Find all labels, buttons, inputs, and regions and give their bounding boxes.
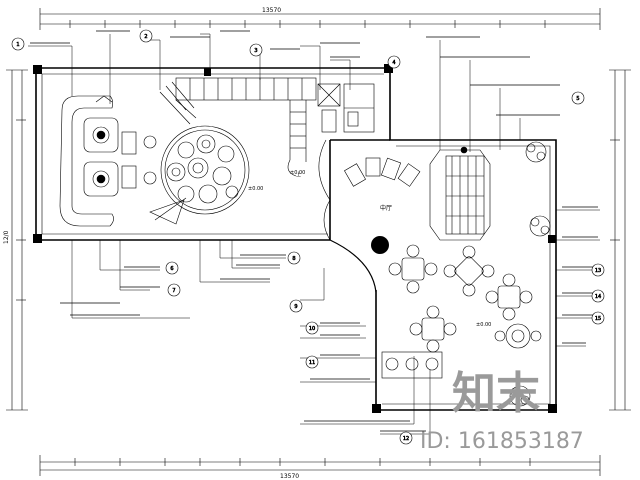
- callout-number: 10: [309, 326, 315, 332]
- watermark-id: ID: 161853187: [420, 429, 584, 454]
- utility-shafts: [317, 83, 375, 133]
- callout-bubble: [11, 37, 25, 51]
- level-mark-right: ±0.00: [476, 322, 491, 328]
- callout-number: 14: [595, 294, 601, 300]
- plants: [509, 141, 551, 407]
- callout-number: 11: [309, 360, 315, 366]
- watermark-brand: 知末: [452, 368, 540, 419]
- curved-partition: [318, 139, 331, 241]
- callout-bubble: [305, 321, 319, 335]
- callout-number: 3: [254, 48, 257, 54]
- dim-overall-bottom: 13570: [280, 473, 299, 480]
- structural-columns: [33, 64, 557, 413]
- callout-bubble: [289, 299, 303, 313]
- watermark: 知末 ID: 161853187: [420, 368, 584, 454]
- callout-bubble: [591, 263, 605, 277]
- callout-number: 12: [403, 436, 409, 442]
- callout-number: 5: [576, 96, 579, 102]
- callout-number: 2: [144, 34, 147, 40]
- callout-bubble: [165, 261, 179, 275]
- top-dimension-chain: [39, 8, 601, 30]
- stair-label: 上: [296, 171, 301, 178]
- hall-lounge-chairs: [344, 157, 421, 187]
- callout-bubble: [591, 289, 605, 303]
- callout-number: 1: [16, 42, 19, 48]
- callout-number: 4: [392, 60, 395, 66]
- callout-number: 6: [170, 266, 173, 272]
- callout-number: 8: [292, 256, 295, 262]
- callout-bubble: [305, 355, 319, 369]
- left-dimension-chain: [6, 69, 28, 411]
- round-column: [371, 236, 389, 254]
- callout-bubble: [399, 431, 413, 445]
- callout-number: 13: [595, 268, 601, 274]
- callout-number: 7: [172, 288, 175, 294]
- annotation-lettering: [30, 30, 598, 432]
- dim-left: 12/0: [3, 230, 10, 244]
- level-mark-bottom: ±0.00: [290, 170, 305, 176]
- callout-bubble: [591, 311, 605, 325]
- curved-wall: [329, 239, 377, 293]
- staircase: [165, 77, 317, 177]
- exterior-walls: [35, 67, 557, 411]
- bar-stools: [381, 351, 443, 379]
- callout-bubble: [387, 55, 401, 69]
- callout-bubble: [287, 251, 301, 265]
- room-label: 中厅: [380, 204, 392, 212]
- bottom-dimension-chain: [39, 455, 601, 476]
- bar-display-counter: [429, 146, 491, 241]
- dining-table-sets: [388, 244, 542, 353]
- callout-number: 9: [294, 304, 297, 310]
- callout-number: 15: [595, 316, 601, 322]
- right-dimension-chain: [609, 69, 631, 411]
- callout-bubble: [139, 29, 153, 43]
- dim-overall-top: 13570: [262, 7, 281, 14]
- callout-bubble: [249, 43, 263, 57]
- lounge-sofa-group: [59, 95, 157, 227]
- callout-bubble: [167, 283, 181, 297]
- round-feature-table: [149, 91, 250, 225]
- callout-bubble: [571, 91, 585, 105]
- leader-lines-top: [28, 33, 521, 152]
- level-mark-main: ±0.00: [248, 186, 263, 192]
